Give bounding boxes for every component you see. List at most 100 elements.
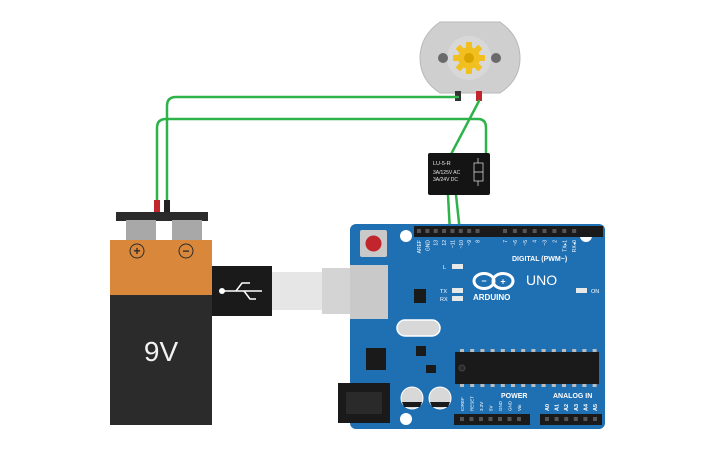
digital-header[interactable] <box>414 226 603 237</box>
chip-pin <box>541 349 546 352</box>
header-pin-hole[interactable] <box>498 417 502 421</box>
led-tx <box>452 288 463 293</box>
chip-pin <box>551 349 556 352</box>
battery-plus-symbol: + <box>133 244 140 258</box>
header-pin-hole[interactable] <box>503 229 507 233</box>
digital-header-label: DIGITAL (PWM~) <box>512 256 567 263</box>
header-pin-hole[interactable] <box>469 417 474 421</box>
battery-terminal-negative[interactable] <box>172 220 202 240</box>
chip-pin <box>490 384 495 387</box>
small-component <box>416 346 426 356</box>
chip-pin <box>592 349 597 352</box>
dc-motor[interactable] <box>419 21 521 101</box>
chip-pin <box>460 384 464 387</box>
barrel-jack-inner <box>346 392 382 414</box>
chip-pin <box>531 384 536 387</box>
battery-wire-end-red <box>154 200 160 212</box>
capacitor <box>428 386 452 410</box>
analog-header[interactable] <box>540 414 602 425</box>
chip-pin <box>531 349 536 352</box>
header-pin-hole[interactable] <box>552 229 557 233</box>
chip-pin <box>511 384 515 387</box>
top-pin-label: 13 <box>434 240 440 246</box>
header-pin-hole[interactable] <box>507 417 512 421</box>
top-pin-label: 12 <box>442 240 448 246</box>
header-pin-hole[interactable] <box>545 417 549 421</box>
battery-9v[interactable]: + − 9V <box>110 212 212 425</box>
top-pin-label: ~3 <box>543 240 549 246</box>
analog-pin-label: A3 <box>574 404 580 411</box>
chip-pin <box>470 384 475 387</box>
motor-terminal-red[interactable] <box>476 91 482 101</box>
chip-pin <box>480 349 485 352</box>
header-pin-hole[interactable] <box>442 229 447 233</box>
header-pin-hole[interactable] <box>425 229 430 233</box>
power-pin-label: GND <box>498 400 503 411</box>
usb-jack <box>350 265 388 319</box>
motor-shaft-gear-icon <box>453 42 485 74</box>
analog-pin-label: A4 <box>583 403 589 411</box>
header-pin-hole[interactable] <box>450 229 455 233</box>
top-pin-label: 2 <box>552 240 558 243</box>
power-header[interactable] <box>454 414 530 425</box>
top-pin-label: ~9 <box>467 240 473 246</box>
header-pin-hole[interactable] <box>564 417 569 421</box>
header-pin-hole[interactable] <box>458 229 463 233</box>
header-pin-hole[interactable] <box>475 229 480 233</box>
wire-motor-to-relay <box>446 99 481 162</box>
top-pin-label: ~10 <box>459 240 465 249</box>
top-pin-label: ~11 <box>450 240 456 248</box>
header-pin-hole[interactable] <box>554 417 559 421</box>
power-header-label: POWER <box>501 393 527 400</box>
header-pin-hole[interactable] <box>532 229 537 233</box>
relay[interactable]: LU-5-R 3A/125V AC 3A/24V DC <box>428 153 490 195</box>
header-pin-hole[interactable] <box>488 417 493 421</box>
capacitor <box>400 386 424 410</box>
chip-pin <box>460 349 464 352</box>
chip-pin <box>511 349 515 352</box>
chip-pin <box>521 384 526 387</box>
header-pin-hole[interactable] <box>433 229 438 233</box>
wire-battery-pos-to-relay <box>155 117 488 206</box>
header-pin-hole[interactable] <box>572 229 577 233</box>
header-pin-hole[interactable] <box>522 229 527 233</box>
led-rx <box>452 296 463 301</box>
header-pin-hole[interactable] <box>417 229 421 233</box>
small-chip <box>414 289 426 303</box>
header-pin-hole[interactable] <box>479 417 483 421</box>
led-on-label: ON <box>591 289 599 295</box>
header-pin-hole[interactable] <box>542 229 547 233</box>
chip-pin <box>572 349 577 352</box>
header-pin-hole[interactable] <box>583 417 588 421</box>
analog-header-label: ANALOG IN <box>553 393 592 400</box>
battery-wire-end-black <box>164 200 170 212</box>
wire-battery-neg-to-motor <box>165 95 460 206</box>
battery-terminal-positive[interactable] <box>126 220 156 240</box>
top-pin-label: ~5 <box>523 240 529 246</box>
reset-button[interactable] <box>360 230 387 257</box>
voltage-regulator <box>366 348 386 370</box>
header-pin-hole[interactable] <box>562 229 567 233</box>
top-pin-label: GND <box>425 240 431 252</box>
analog-pin-label: A2 <box>564 404 570 411</box>
top-pin-label: 4 <box>533 240 539 243</box>
header-pin-hole[interactable] <box>573 417 578 421</box>
chip-pin <box>541 384 546 387</box>
led-l-label: L <box>443 265 446 271</box>
usb-icon <box>222 282 262 300</box>
header-pin-hole[interactable] <box>517 417 521 421</box>
header-pin-hole[interactable] <box>512 229 517 233</box>
chip-pin <box>551 384 556 387</box>
small-component <box>426 365 436 373</box>
microcontroller-chip <box>455 349 599 387</box>
header-pin-hole[interactable] <box>467 229 472 233</box>
arduino-logo-text: ARDUINO <box>473 293 510 302</box>
analog-pin-label: A0 <box>545 404 551 411</box>
header-pin-hole[interactable] <box>593 417 597 421</box>
led-tx-label: TX <box>440 289 447 295</box>
top-pin-label: 7 <box>503 240 509 243</box>
header-pin-hole[interactable] <box>460 417 464 421</box>
led-on <box>576 288 587 293</box>
